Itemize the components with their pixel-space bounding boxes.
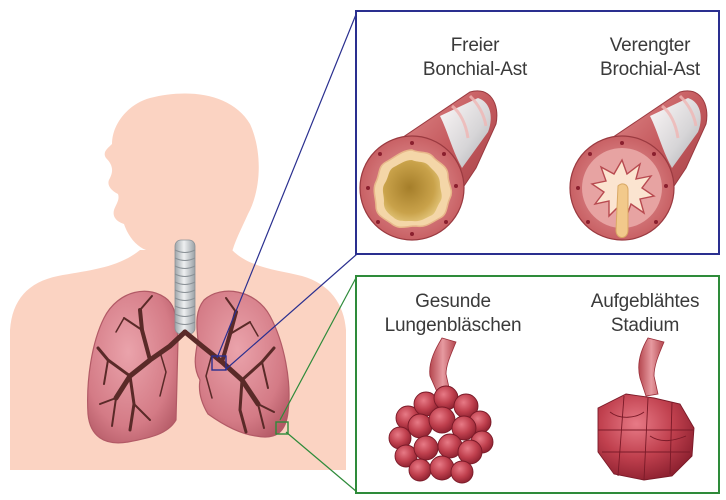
open-bronchus (359, 90, 498, 241)
inflated-alveoli-label: Aufgeblähtes Stadium (570, 290, 720, 338)
open-bronchus-label: Freier Bonchial-Ast (400, 34, 550, 82)
bronchi-zoom-marker (211, 355, 227, 371)
narrowed-bronchus-cartilage (650, 98, 701, 168)
healthy-alveoli-label-line2: Lungenbläschen (384, 315, 522, 336)
inflated-alveoli-label-line1: Aufgeblähtes (590, 291, 700, 312)
bronchial-tree (96, 295, 276, 434)
alveoli-callout-line-top (279, 275, 358, 421)
open-bronchus-label-line2: Bonchial-Ast (422, 59, 528, 80)
inflated-alveoli-stem (638, 337, 665, 397)
bronchi-callout-line-top (216, 11, 358, 359)
open-bronchus-glands (366, 141, 458, 236)
lungs (87, 239, 290, 444)
narrowed-bronchus-bands (661, 94, 698, 139)
trachea (174, 239, 196, 335)
callout-lines (211, 11, 358, 493)
trachea-rings (174, 249, 196, 325)
open-bronchus-bands (451, 94, 488, 139)
narrowed-bronchus-glands (576, 141, 668, 224)
inflated-alveoli-label-line2: Stadium (610, 315, 680, 336)
head-silhouette (104, 93, 259, 268)
alveoli-callout-line-bottom (285, 431, 358, 493)
inflated-alveoli (597, 337, 695, 481)
bronchi-callout-line-bottom (224, 253, 358, 371)
open-bronchus-label-line1: Freier (450, 35, 500, 56)
healthy-alveoli-label-line1: Gesunde (415, 291, 491, 312)
healthy-alveoli-label: Gesunde Lungenbläschen (358, 290, 548, 338)
narrowed-bronchus-mucus (615, 183, 629, 238)
narrowed-bronchus-label: Verengter Brochial-Ast (575, 34, 725, 82)
left-lung (194, 290, 290, 438)
open-bronchus-lumen (382, 160, 442, 222)
healthy-alveoli (388, 337, 494, 484)
healthy-alveoli-cluster (388, 385, 494, 484)
alveoli-zoom-marker (275, 421, 289, 435)
inflated-alveoli-cluster (597, 393, 695, 481)
narrowed-bronchus (569, 90, 708, 241)
open-bronchus-cartilage (440, 98, 491, 168)
narrowed-bronchus-label-line2: Brochial-Ast (599, 59, 701, 80)
narrowed-bronchus-label-line1: Verengter (609, 35, 691, 56)
